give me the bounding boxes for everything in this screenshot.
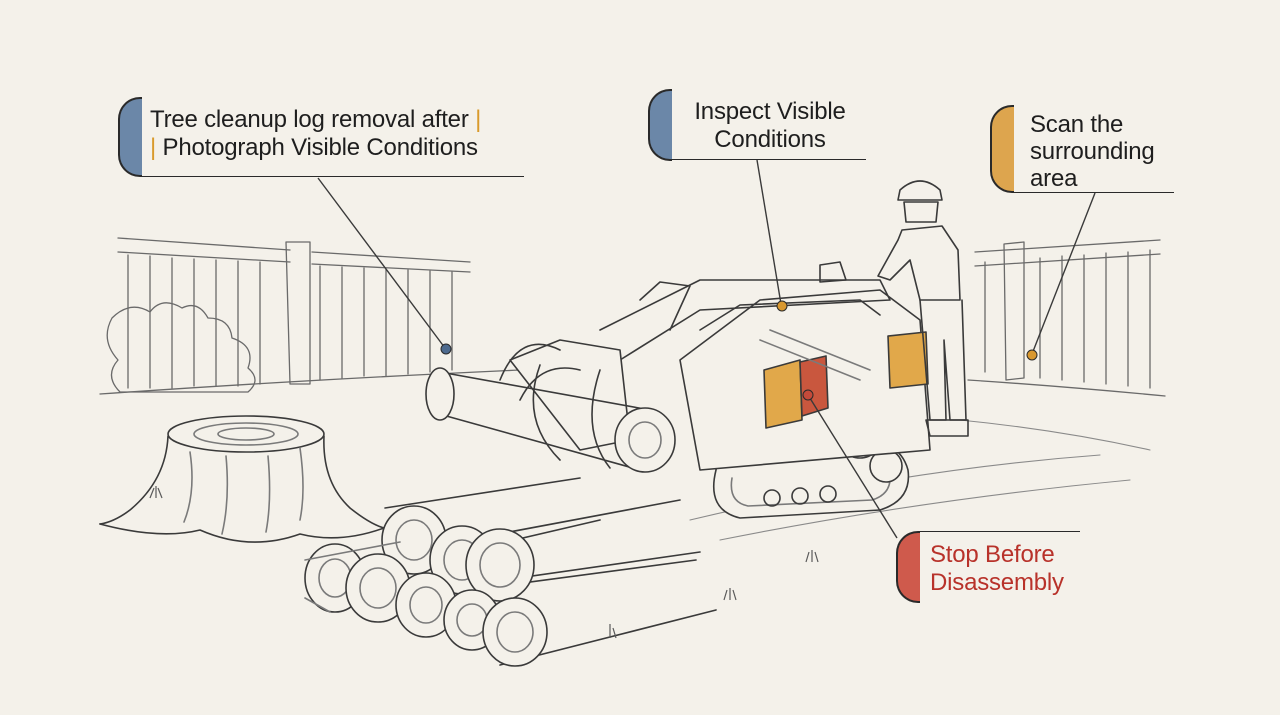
tree-stump bbox=[99, 415, 385, 543]
callout-scan-area: Scan the surrounding area bbox=[990, 105, 1180, 195]
leader-lines bbox=[317, 159, 1096, 539]
callout-inspect: Inspect Visible Conditions bbox=[648, 89, 870, 163]
callout-tab bbox=[990, 105, 1014, 193]
right-fence bbox=[967, 239, 1166, 397]
callout-overline bbox=[918, 531, 1080, 532]
operator-worker bbox=[877, 180, 969, 437]
marker-dot-stop bbox=[802, 389, 814, 401]
rear-panel-orange bbox=[887, 331, 929, 389]
marker-dot-inspect bbox=[776, 300, 788, 312]
marker-dot-log bbox=[440, 343, 452, 355]
compact-track-loader bbox=[499, 261, 931, 519]
callout-label: Scan the surrounding area bbox=[1030, 111, 1155, 192]
callout-underline bbox=[670, 159, 866, 160]
grappled-log bbox=[425, 364, 676, 473]
marker-dot-scan bbox=[1026, 349, 1038, 361]
log-pile bbox=[304, 477, 717, 667]
side-panel-red bbox=[799, 355, 829, 417]
callout-underline bbox=[1012, 192, 1174, 193]
callout-stop-disassembly: Stop Before Disassembly bbox=[896, 531, 1086, 605]
callout-label: Inspect Visible Conditions bbox=[694, 98, 846, 153]
callout-label: Tree cleanup log removal after | | Photo… bbox=[150, 106, 482, 161]
grass-tufts bbox=[149, 486, 819, 639]
callout-label: Stop Before Disassembly bbox=[930, 541, 1064, 596]
callout-underline bbox=[140, 176, 524, 177]
callout-tab bbox=[118, 97, 142, 177]
callout-tab bbox=[648, 89, 672, 161]
callout-log-removal: Tree cleanup log removal after | | Photo… bbox=[118, 97, 528, 179]
left-fence bbox=[99, 237, 521, 395]
side-panel-orange bbox=[763, 359, 803, 429]
bush bbox=[106, 302, 256, 393]
callout-tab bbox=[896, 531, 920, 603]
